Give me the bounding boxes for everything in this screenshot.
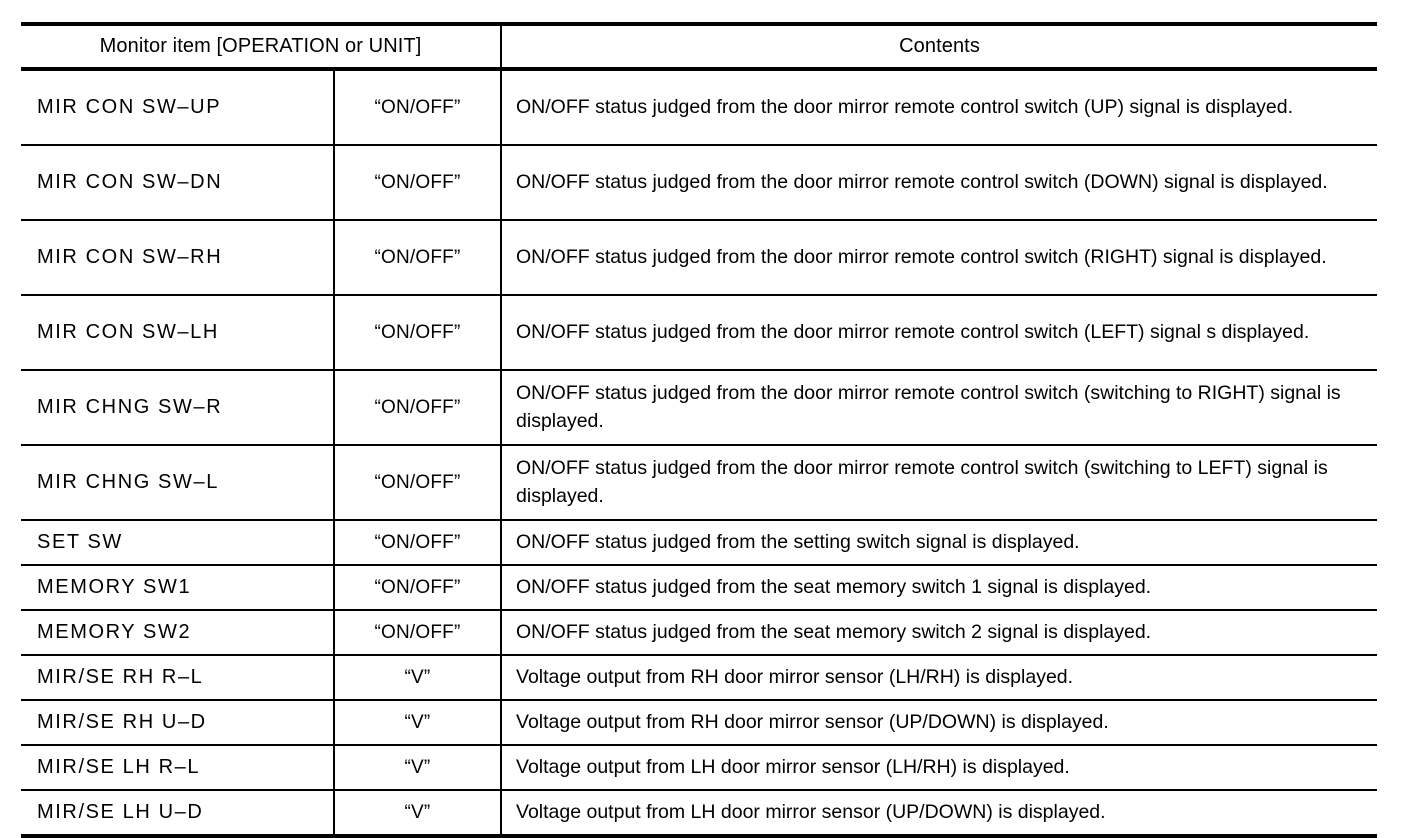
table-row: MIR CHNG SW–R“ON/OFF”ON/OFF status judge… xyxy=(21,369,1378,446)
table-body: MIR CON SW–UP“ON/OFF”ON/OFF status judge… xyxy=(21,69,1378,836)
monitor-item-unit: “ON/OFF” xyxy=(332,564,503,611)
table-row: SET SW“ON/OFF”ON/OFF status judged from … xyxy=(21,519,1378,566)
monitor-item-name: MIR CON SW–DN xyxy=(21,144,335,221)
table-row: MIR CON SW–LH“ON/OFF”ON/OFF status judge… xyxy=(21,294,1378,371)
monitor-item-unit: “ON/OFF” xyxy=(332,294,503,371)
table-row: MIR/SE RH U–D“V”Voltage output from RH d… xyxy=(21,699,1378,746)
monitor-item-unit: “V” xyxy=(332,789,503,836)
monitor-item-table-wrapper: Monitor item [OPERATION or UNIT] Content… xyxy=(21,22,1378,838)
monitor-item-contents: ON/OFF status judged from the door mirro… xyxy=(500,219,1378,296)
monitor-item-table: Monitor item [OPERATION or UNIT] Content… xyxy=(21,22,1378,838)
monitor-item-name: MIR/SE LH R–L xyxy=(21,744,335,791)
monitor-item-unit: “ON/OFF” xyxy=(332,519,503,566)
table-row: MIR/SE LH R–L“V”Voltage output from LH d… xyxy=(21,744,1378,791)
monitor-item-contents: ON/OFF status judged from the door mirro… xyxy=(500,69,1378,146)
monitor-item-name: MEMORY SW2 xyxy=(21,609,335,656)
monitor-item-name: MIR CHNG SW–L xyxy=(21,444,335,521)
monitor-item-name: MIR/SE RH R–L xyxy=(21,654,335,701)
monitor-item-contents: Voltage output from LH door mirror senso… xyxy=(500,789,1378,836)
monitor-item-unit: “V” xyxy=(332,654,503,701)
monitor-item-name: MIR CON SW–RH xyxy=(21,219,335,296)
monitor-item-contents: ON/OFF status judged from the door mirro… xyxy=(500,144,1378,221)
monitor-item-contents: ON/OFF status judged from the seat memor… xyxy=(500,609,1378,656)
monitor-item-name: MEMORY SW1 xyxy=(21,564,335,611)
table-row: MIR/SE LH U–D“V”Voltage output from LH d… xyxy=(21,789,1378,836)
monitor-item-contents: Voltage output from RH door mirror senso… xyxy=(500,654,1378,701)
table-row: MEMORY SW1“ON/OFF”ON/OFF status judged f… xyxy=(21,564,1378,611)
monitor-item-unit: “ON/OFF” xyxy=(332,69,503,146)
monitor-item-contents: Voltage output from RH door mirror senso… xyxy=(500,699,1378,746)
column-header-contents: Contents xyxy=(500,24,1378,71)
table-header: Monitor item [OPERATION or UNIT] Content… xyxy=(21,24,1378,71)
monitor-item-unit: “ON/OFF” xyxy=(332,369,503,446)
monitor-item-name: SET SW xyxy=(21,519,335,566)
monitor-item-contents: ON/OFF status judged from the setting sw… xyxy=(500,519,1378,566)
table-row: MEMORY SW2“ON/OFF”ON/OFF status judged f… xyxy=(21,609,1378,656)
monitor-item-contents: ON/OFF status judged from the door mirro… xyxy=(500,294,1378,371)
monitor-item-unit: “V” xyxy=(332,699,503,746)
monitor-item-name: MIR CON SW–UP xyxy=(21,69,335,146)
monitor-item-name: MIR CON SW–LH xyxy=(21,294,335,371)
monitor-item-unit: “ON/OFF” xyxy=(332,144,503,221)
monitor-item-unit: “ON/OFF” xyxy=(332,609,503,656)
table-row: MIR CHNG SW–L“ON/OFF”ON/OFF status judge… xyxy=(21,444,1378,521)
monitor-item-unit: “ON/OFF” xyxy=(332,219,503,296)
monitor-item-contents: ON/OFF status judged from the seat memor… xyxy=(500,564,1378,611)
monitor-item-name: MIR/SE RH U–D xyxy=(21,699,335,746)
table-row: MIR/SE RH R–L“V”Voltage output from RH d… xyxy=(21,654,1378,701)
monitor-item-unit: “V” xyxy=(332,744,503,791)
monitor-item-contents: Voltage output from LH door mirror senso… xyxy=(500,744,1378,791)
monitor-item-contents: ON/OFF status judged from the door mirro… xyxy=(500,369,1378,446)
column-header-monitor-item: Monitor item [OPERATION or UNIT] xyxy=(21,24,503,71)
table-row: MIR CON SW–DN“ON/OFF”ON/OFF status judge… xyxy=(21,144,1378,221)
monitor-item-name: MIR CHNG SW–R xyxy=(21,369,335,446)
monitor-item-contents: ON/OFF status judged from the door mirro… xyxy=(500,444,1378,521)
monitor-item-name: MIR/SE LH U–D xyxy=(21,789,335,836)
table-row: MIR CON SW–UP“ON/OFF”ON/OFF status judge… xyxy=(21,69,1378,146)
table-row: MIR CON SW–RH“ON/OFF”ON/OFF status judge… xyxy=(21,219,1378,296)
document-page: Monitor item [OPERATION or UNIT] Content… xyxy=(21,22,1378,838)
monitor-item-unit: “ON/OFF” xyxy=(332,444,503,521)
header-row: Monitor item [OPERATION or UNIT] Content… xyxy=(21,24,1378,71)
